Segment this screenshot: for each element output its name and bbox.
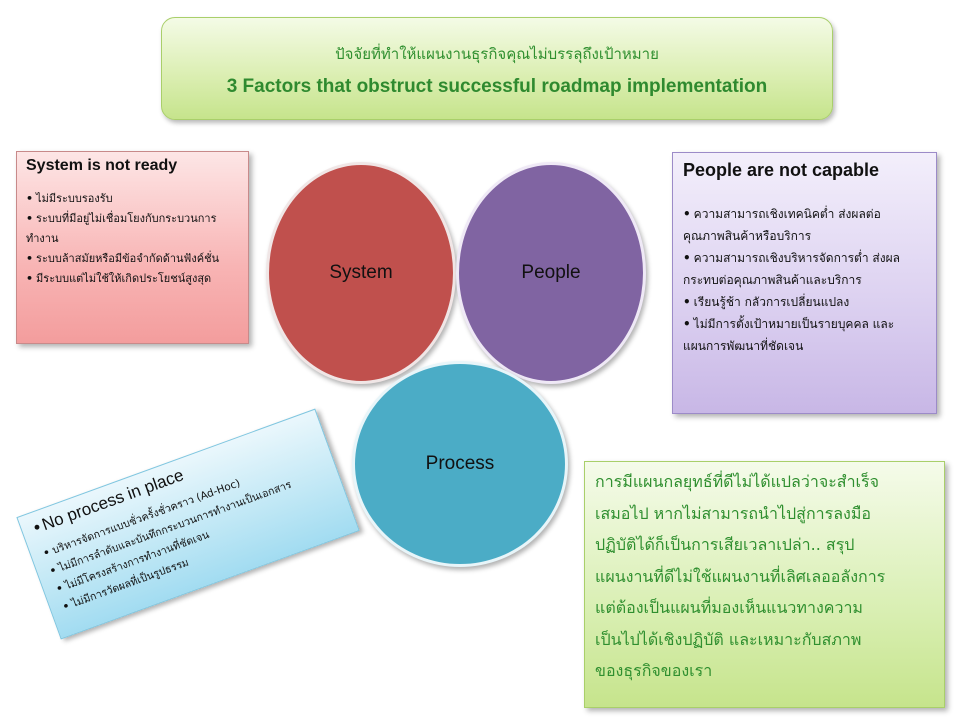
bullet-icon: • bbox=[41, 546, 52, 560]
list-item: กระทบต่อคุณภาพสินค้าและบริการ bbox=[683, 273, 862, 287]
bullet-icon: • bbox=[48, 564, 59, 578]
bullet-icon: • bbox=[683, 317, 691, 331]
note-line: เสมอไป หากไม่สามารถนำไปสู่การลงมือ bbox=[595, 503, 871, 523]
people-box: People are not capable •ความสามารถเชิงเท… bbox=[672, 152, 937, 414]
list-item: •ไม่มีการตั้งเป้าหมายเป็นรายบุคคล และ bbox=[683, 317, 895, 331]
note-line: เป็นไปได้เชิงปฏิบัติ และเหมาะกับสภาพ bbox=[595, 629, 862, 649]
system-circle: System bbox=[266, 162, 456, 384]
list-item: •มีระบบแต่ไม่ใช้ให้เกิดประโยชน์สูงสุด bbox=[26, 272, 212, 285]
bullet-icon: • bbox=[26, 192, 34, 205]
system-circle-label: System bbox=[329, 262, 393, 283]
note-line: แผนงานที่ดีไม่ใช้แผนงานที่เลิศเลออลังการ bbox=[595, 566, 886, 586]
people-circle: People bbox=[456, 162, 646, 384]
list-item: คุณภาพสินค้าหรือบริการ bbox=[683, 229, 812, 243]
list-item: •ความสามารถเชิงบริหารจัดการต่ำ ส่งผล bbox=[683, 251, 900, 265]
process-circle-label: Process bbox=[425, 453, 495, 474]
note-line: การมีแผนกลยุทธ์ที่ดีไม่ได้แปลว่าจะสำเร็จ bbox=[595, 472, 879, 491]
system-box-heading: System is not ready bbox=[26, 157, 178, 174]
title-thai: ปัจจัยที่ทำให้แผนงานธุรกิจคุณไม่บรรลุถึง… bbox=[335, 45, 659, 63]
bullet-icon: • bbox=[61, 599, 72, 614]
bullet-icon: • bbox=[26, 212, 34, 225]
note-line: ของธุรกิจของเรา bbox=[595, 661, 713, 680]
list-item: แผนการพัฒนาที่ชัดเจน bbox=[683, 339, 804, 353]
bullet-icon: • bbox=[26, 252, 34, 265]
list-item: ทำงาน bbox=[26, 232, 59, 245]
people-circle-label: People bbox=[521, 262, 581, 283]
bullet-icon: • bbox=[683, 207, 691, 221]
list-item: •เรียนรู้ช้า กลัวการเปลี่ยนแปลง bbox=[683, 295, 850, 309]
title-banner: ปัจจัยที่ทำให้แผนงานธุรกิจคุณไม่บรรลุถึง… bbox=[161, 17, 833, 120]
list-item: •ความสามารถเชิงเทคนิคต่ำ ส่งผลต่อ bbox=[683, 207, 881, 221]
system-box-list: •ไม่มีระบบรองรับ •ระบบที่มีอยู่ไม่เชื่อม… bbox=[26, 189, 239, 289]
bullet-icon: • bbox=[683, 251, 691, 265]
bullet-icon: • bbox=[26, 272, 34, 285]
note-line: แต่ต้องเป็นแผนที่มองเห็นแนวทางความ bbox=[595, 598, 863, 617]
system-box: System is not ready •ไม่มีระบบรองรับ •ระ… bbox=[16, 151, 249, 344]
bullet-icon: • bbox=[54, 581, 65, 596]
title-english: 3 Factors that obstruct successful roadm… bbox=[226, 76, 768, 97]
list-item: •ไม่มีระบบรองรับ bbox=[26, 192, 113, 205]
people-box-heading: People are not capable bbox=[683, 160, 880, 180]
list-item: •ระบบล้าสมัยหรือมีข้อจำกัดด้านฟังค์ชั่น bbox=[26, 252, 220, 265]
list-item: •ระบบที่มีอยู่ไม่เชื่อมโยงกับกระบวนการ bbox=[26, 212, 217, 225]
process-circle: Process bbox=[352, 361, 568, 567]
people-box-list: •ความสามารถเชิงเทคนิคต่ำ ส่งผลต่อ คุณภาพ… bbox=[683, 203, 926, 357]
bullet-icon: • bbox=[683, 295, 691, 309]
process-box: •No process in place •บริหารจัดการแบบชั่… bbox=[16, 408, 360, 640]
note-line: ปฏิบัติได้ก็เป็นการเสียเวลาเปล่า.. สรุป bbox=[595, 535, 855, 554]
summary-note-box: การมีแผนกลยุทธ์ที่ดีไม่ได้แปลว่าจะสำเร็จ… bbox=[584, 461, 945, 708]
